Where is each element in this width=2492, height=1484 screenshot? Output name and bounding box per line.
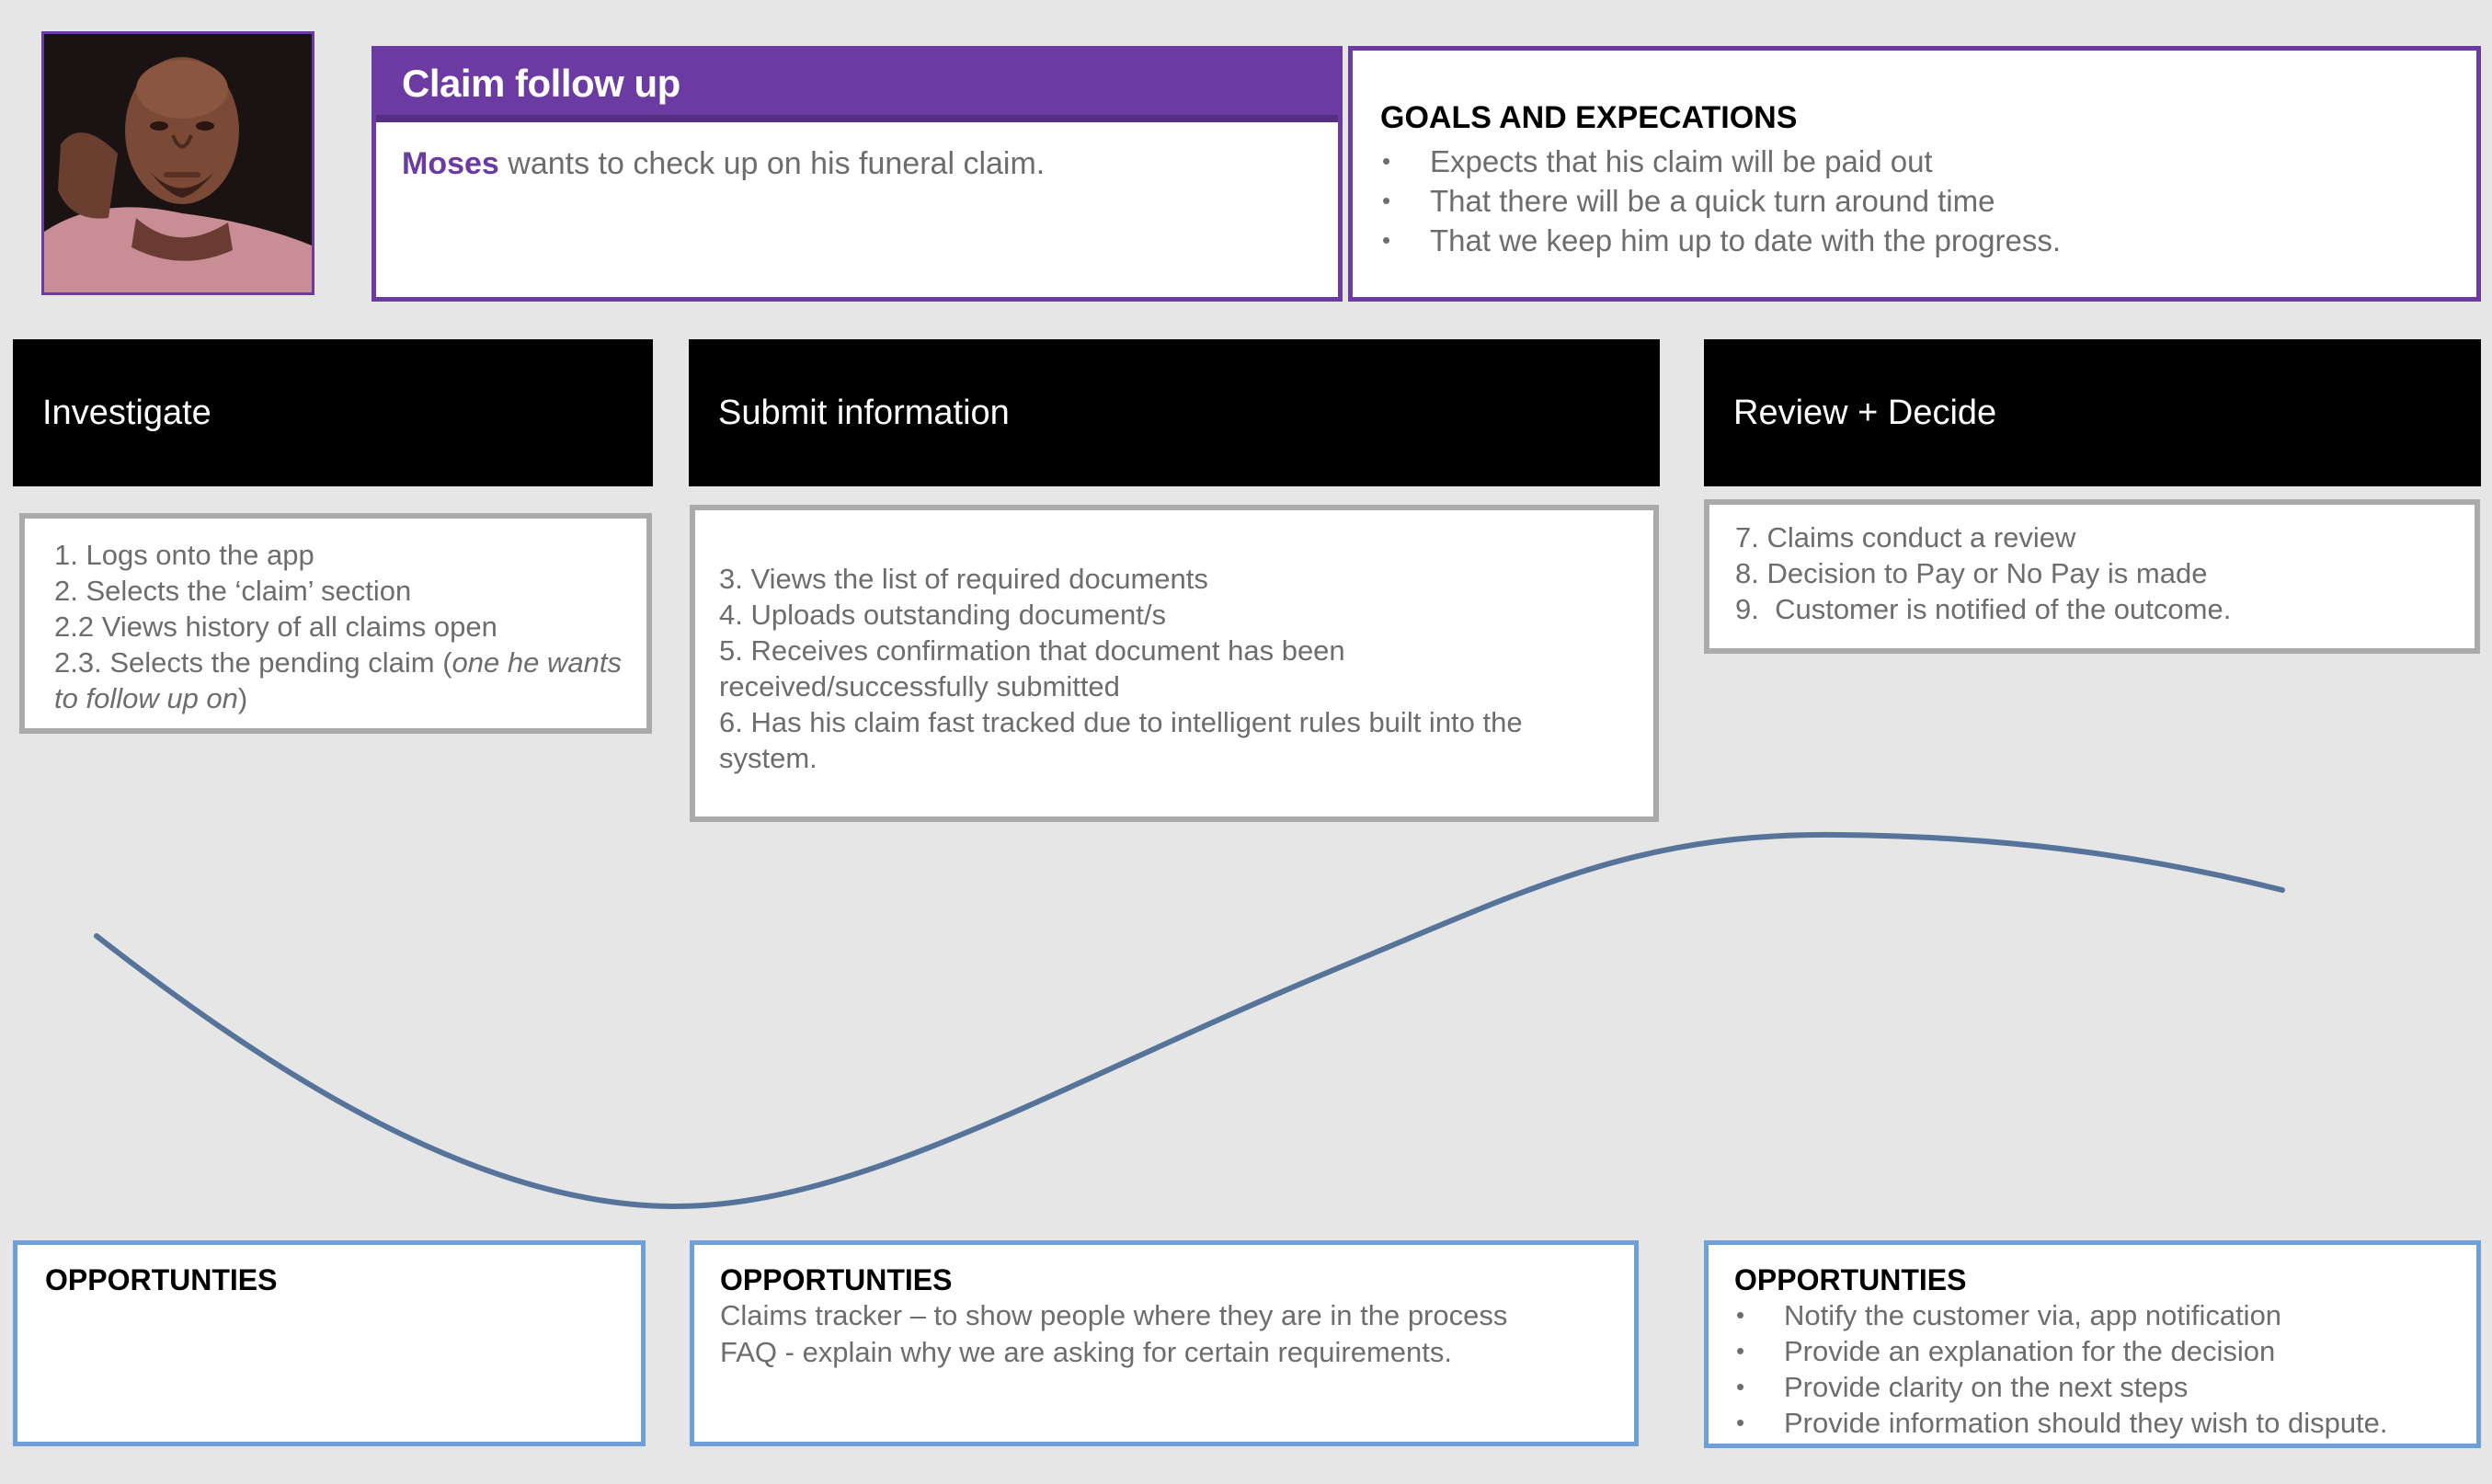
- step-item: 1. Logs onto the app: [54, 539, 314, 571]
- step-item: 8. Decision to Pay or No Pay is made: [1735, 557, 2208, 589]
- goal-item: •Expects that his claim will be paid out: [1380, 142, 2449, 181]
- scenario-description-text: wants to check up on his funeral claim.: [498, 146, 1046, 181]
- emotion-curve-line: [94, 831, 2285, 1210]
- bullet-icon: •: [1736, 1301, 1745, 1329]
- bullet-icon: •: [1736, 1373, 1745, 1400]
- opportunities-title: OPPORTUNTIES: [45, 1263, 278, 1296]
- step-item: 4. Uploads outstanding document/s: [719, 599, 1166, 631]
- step-item: 2.2 Views history of all claims open: [54, 611, 497, 643]
- stage-header-investigate: Investigate: [13, 339, 653, 486]
- scenario-description: Moses wants to check up on his funeral c…: [376, 122, 1338, 206]
- step-item: 2. Selects the ‘claim’ section: [54, 575, 412, 607]
- goal-item: •That we keep him up to date with the pr…: [1380, 221, 2449, 260]
- goals-title: GOALS AND EXPECATIONS: [1380, 100, 1798, 135]
- opportunities-list: •Notify the customer via, app notificati…: [1734, 1297, 2451, 1441]
- bullet-icon: •: [1382, 187, 1391, 214]
- stage-header-submit-information: Submit information: [689, 339, 1660, 486]
- persona-photo: [41, 31, 314, 295]
- opportunities-card-investigate: OPPORTUNTIES: [13, 1240, 646, 1446]
- bullet-icon: •: [1736, 1409, 1745, 1436]
- steps-card-review-decide: 7. Claims conduct a review 8. Decision t…: [1704, 499, 2480, 654]
- opportunities-title: OPPORTUNTIES: [1734, 1263, 1967, 1296]
- scenario-card: Claim follow up Moses wants to check up …: [372, 46, 1343, 302]
- goals-card: GOALS AND EXPECATIONS •Expects that his …: [1348, 46, 2481, 302]
- opportunity-item: •Notify the customer via, app notificati…: [1736, 1299, 2282, 1331]
- emotion-curve: [94, 831, 2285, 1210]
- steps-card-investigate: 1. Logs onto the app 2. Selects the ‘cla…: [19, 513, 652, 734]
- opportunities-card-submit-information: OPPORTUNTIES Claims tracker – to show pe…: [690, 1240, 1639, 1446]
- goals-list: •Expects that his claim will be paid out…: [1380, 142, 2449, 260]
- persona-portrait-image: [44, 34, 312, 292]
- step-item: 3. Views the list of required documents: [719, 563, 1208, 595]
- bullet-icon: •: [1736, 1337, 1745, 1364]
- stage-header-review-decide: Review + Decide: [1704, 339, 2481, 486]
- opportunities-card-review-decide: OPPORTUNTIES •Notify the customer via, a…: [1704, 1240, 2481, 1448]
- opportunity-item: •Provide information should they wish to…: [1736, 1407, 2388, 1439]
- opportunity-item: Claims tracker – to show people where th…: [720, 1299, 1508, 1331]
- step-item: 2.3. Selects the pending claim (one he w…: [54, 646, 622, 714]
- scenario-title-underline: [376, 115, 1338, 122]
- goal-item: •That there will be a quick turn around …: [1380, 181, 2449, 221]
- opportunity-item: •Provide an explanation for the decision: [1736, 1335, 2276, 1367]
- step-item: 6. Has his claim fast tracked due to int…: [719, 706, 1523, 774]
- opportunity-item: •Provide clarity on the next steps: [1736, 1371, 2189, 1403]
- step-item: 7. Claims conduct a review: [1735, 521, 2076, 554]
- step-item: 5. Receives confirmation that document h…: [719, 634, 1345, 702]
- scenario-title: Claim follow up: [376, 51, 1338, 115]
- persona-name: Moses: [402, 146, 499, 181]
- steps-card-submit-information: 3. Views the list of required documents …: [690, 505, 1659, 822]
- opportunity-item: FAQ - explain why we are asking for cert…: [720, 1336, 1453, 1368]
- step-item: 9. Customer is notified of the outcome.: [1735, 593, 2232, 625]
- bullet-icon: •: [1382, 147, 1391, 175]
- bullet-icon: •: [1382, 226, 1391, 254]
- opportunities-title: OPPORTUNTIES: [720, 1263, 953, 1296]
